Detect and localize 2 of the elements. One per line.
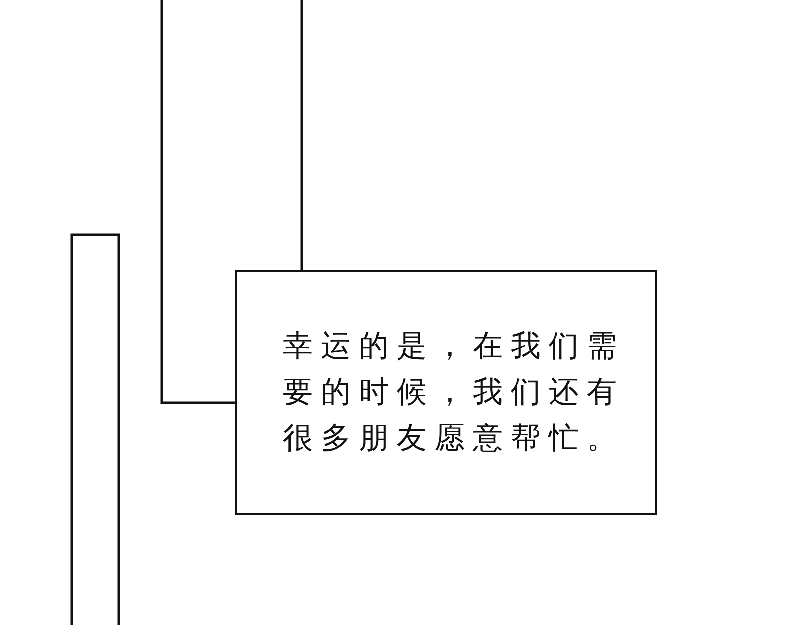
caption-box xyxy=(235,270,657,515)
caption-text: 幸运的是，在我们需要的时候，我们还有很多朋友愿意帮忙。 xyxy=(283,328,626,458)
